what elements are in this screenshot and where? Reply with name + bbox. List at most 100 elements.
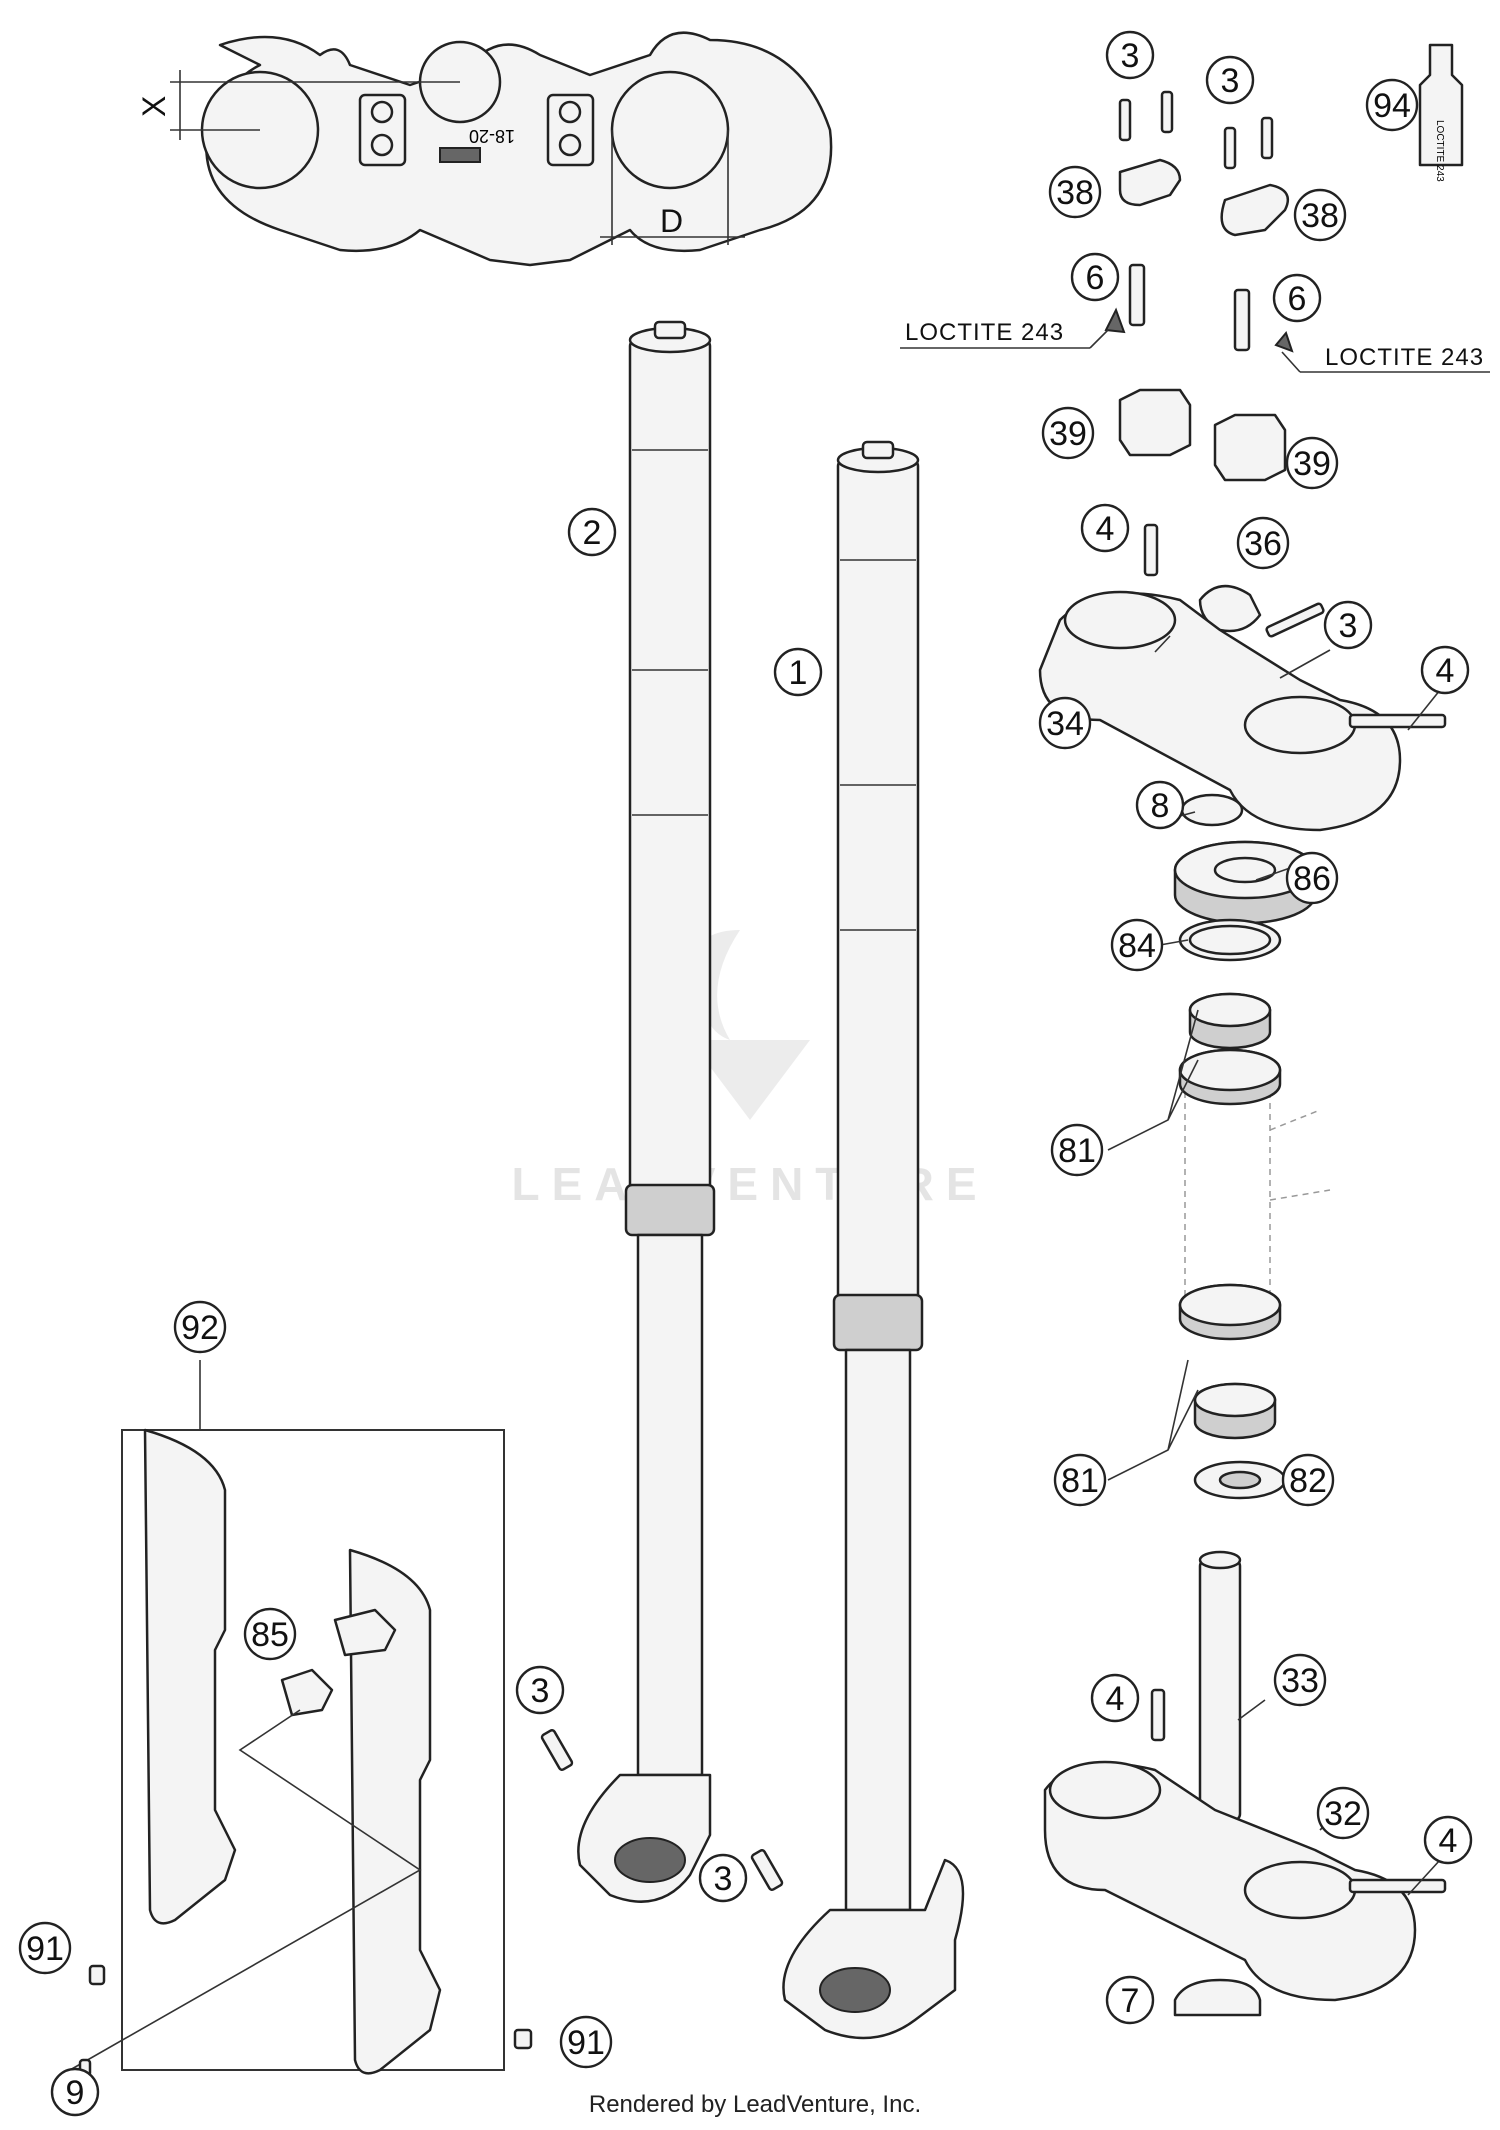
callout-circle <box>1365 78 1419 132</box>
callout-number: 84 <box>1118 927 1156 965</box>
callout-c91-left: 91 <box>18 1921 72 1975</box>
fork-guard-kit <box>69 1428 533 2078</box>
callout-number: 91 <box>567 2024 605 2062</box>
fork-leg-2 <box>577 320 716 1903</box>
callout-number: 39 <box>1049 415 1087 453</box>
callout-number: 2 <box>583 514 602 552</box>
callout-number: 9 <box>66 2074 85 2112</box>
callout-number: 7 <box>1121 1982 1140 2020</box>
callout-c2: 2 <box>567 507 617 557</box>
callout-number: 39 <box>1293 445 1331 483</box>
callout-circle <box>1420 645 1470 695</box>
callout-circle <box>1080 503 1130 553</box>
callout-number: 81 <box>1058 1132 1096 1170</box>
callout-number: 6 <box>1288 280 1307 318</box>
callout-number: 3 <box>1339 607 1358 645</box>
clamp-stamp: 18-20 <box>469 126 515 146</box>
callout-circle <box>1316 1786 1370 1840</box>
callout-circle <box>1048 165 1102 219</box>
callout-number: 86 <box>1293 860 1331 898</box>
callout-c1: 1 <box>773 647 823 697</box>
callout-number: 8 <box>1151 787 1170 825</box>
callout-number: 3 <box>1221 62 1240 100</box>
callout-circle <box>1053 1453 1107 1507</box>
callout-c9: 9 <box>50 2067 100 2117</box>
bearings-and-rings <box>1173 793 1331 1500</box>
callout-number: 4 <box>1106 1680 1125 1718</box>
bottle-label: LOCTITE 243 <box>1434 120 1445 182</box>
callout-c85: 85 <box>243 1607 297 1661</box>
callout-number: 91 <box>26 1930 64 1968</box>
callout-circle <box>1285 436 1339 490</box>
callout-c94: 94 <box>1365 78 1419 132</box>
callout-c3-top-left: 3 <box>1105 30 1155 80</box>
callout-number: 4 <box>1439 1822 1458 1860</box>
callout-circle <box>50 2067 100 2117</box>
callout-circle <box>1110 918 1164 972</box>
callout-number: 1 <box>789 654 808 692</box>
callout-c39-left: 39 <box>1041 406 1095 460</box>
callout-circle <box>1135 780 1185 830</box>
dim-d-label: D <box>660 203 683 239</box>
callout-c34: 34 <box>1038 696 1092 750</box>
callout-circle <box>1272 273 1322 323</box>
clamp-bolts-and-caps: LOCTITE 243 LOCTITE 243 LOCTITE 243 <box>900 43 1490 482</box>
callout-c36: 36 <box>1236 516 1290 570</box>
callout-number: 82 <box>1289 1462 1327 1500</box>
callout-circle <box>515 1665 565 1715</box>
callout-circle <box>698 1853 748 1903</box>
callout-c91-right: 91 <box>559 2015 613 2069</box>
callout-circle <box>1038 696 1092 750</box>
callout-c3-fork-left: 3 <box>515 1665 565 1715</box>
fork-leg-1 <box>782 440 965 2040</box>
callout-number: 33 <box>1281 1662 1319 1700</box>
loctite-left-label: LOCTITE 243 <box>905 319 1064 346</box>
lower-triple-clamp <box>1043 1550 1447 2017</box>
callout-c86: 86 <box>1285 851 1339 905</box>
callout-circle <box>1050 1123 1104 1177</box>
callout-c4-upper: 4 <box>1080 503 1130 553</box>
callout-c3-top-right: 3 <box>1205 55 1255 105</box>
callout-number: 4 <box>1436 652 1455 690</box>
dim-x-label: X <box>136 96 172 117</box>
callout-circle <box>1070 252 1120 302</box>
callout-circle <box>773 647 823 697</box>
callout-c8: 8 <box>1135 780 1185 830</box>
callout-circle <box>559 2015 613 2069</box>
callout-number: 81 <box>1061 1462 1099 1500</box>
callout-circle <box>1205 55 1255 105</box>
callout-circle <box>1236 516 1290 570</box>
callout-c6-left: 6 <box>1070 252 1120 302</box>
callout-c39-right: 39 <box>1285 436 1339 490</box>
callout-circle <box>1273 1653 1327 1707</box>
callout-circle <box>243 1607 297 1661</box>
callout-c84: 84 <box>1110 918 1164 972</box>
callout-number: 38 <box>1056 174 1094 212</box>
callout-number: 32 <box>1324 1795 1362 1833</box>
callout-number: 3 <box>1121 37 1140 75</box>
callout-c38-left: 38 <box>1048 165 1102 219</box>
callout-number: 6 <box>1086 259 1105 297</box>
callout-c92: 92 <box>173 1300 227 1354</box>
callout-circle <box>1105 1975 1155 2025</box>
callout-number: 36 <box>1244 525 1282 563</box>
callout-number: 34 <box>1046 705 1084 743</box>
upper-triple-clamp <box>1038 523 1447 832</box>
loctite-right-label: LOCTITE 243 <box>1325 344 1484 371</box>
callout-c4-lower-bolt: 4 <box>1423 1815 1473 1865</box>
callout-c38-right: 38 <box>1293 188 1347 242</box>
callout-number: 94 <box>1373 87 1411 125</box>
leader-lines <box>199 635 1441 1896</box>
callout-circle <box>567 507 617 557</box>
callout-c6-right: 6 <box>1272 273 1322 323</box>
fork-pinch-bolts <box>540 1729 784 1891</box>
callout-number: 92 <box>181 1309 219 1347</box>
callout-circle <box>1041 406 1095 460</box>
callout-c4-upper-bolt: 4 <box>1420 645 1470 695</box>
callout-number: 38 <box>1301 197 1339 235</box>
callout-c4-lower: 4 <box>1090 1673 1140 1723</box>
callout-c7: 7 <box>1105 1975 1155 2025</box>
